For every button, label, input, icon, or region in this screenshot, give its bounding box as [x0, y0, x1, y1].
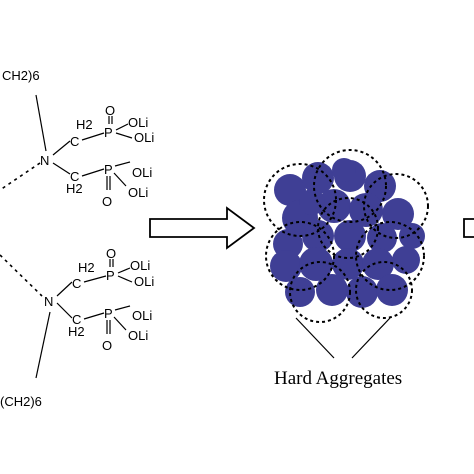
primary-particle — [376, 274, 408, 306]
pointer-line-left — [295, 317, 335, 359]
top-c-upper: C — [70, 134, 79, 149]
primary-particle — [270, 250, 302, 282]
bottom-cp-upper-bond — [83, 275, 107, 283]
top-nc-upper-bond — [52, 140, 71, 156]
top-poli-upper-bond-1 — [115, 123, 129, 131]
bottom-oli-lower-2: OLi — [128, 328, 148, 343]
top-cp-upper-bond — [81, 132, 105, 141]
bottom-nc-lower-bond — [56, 302, 73, 319]
aggregate-dotted-outline — [317, 197, 379, 259]
bottom-chain-label: (CH2)6 — [0, 394, 42, 409]
bottom-chain-bond — [35, 311, 51, 379]
primary-particle — [302, 220, 334, 252]
top-oli-upper-2: OLi — [134, 130, 154, 145]
top-poli-lower-bond-2 — [113, 172, 127, 187]
top-h2-upper: H2 — [76, 117, 93, 132]
top-oli-upper-1: OLi — [128, 115, 148, 130]
aggregate-dotted-outline — [313, 149, 387, 223]
primary-particle — [332, 158, 356, 182]
bottom-o-upper: O — [106, 246, 116, 261]
bottom-h2-lower: H2 — [68, 324, 85, 339]
bottom-h2-upper: H2 — [78, 260, 95, 275]
primary-particle — [399, 223, 425, 249]
bottom-p-upper: P — [106, 268, 115, 283]
bottom-c-upper: C — [72, 276, 81, 291]
primary-particle — [362, 248, 394, 280]
top-poli-upper-bond-2 — [115, 132, 133, 139]
top-oli-lower-2: OLi — [128, 185, 148, 200]
primary-particle — [299, 247, 333, 281]
pointer-line-right — [351, 317, 391, 359]
bottom-n-atom: N — [44, 294, 53, 309]
bottom-poli-upper-bond-1 — [117, 267, 131, 274]
primary-particle — [334, 220, 366, 252]
primary-particle — [302, 162, 334, 194]
bottom-oli-upper-2: OLi — [134, 274, 154, 289]
aggregate-dotted-outline — [263, 163, 337, 237]
top-chain-bond — [35, 94, 47, 152]
aggregate-dotted-outline — [355, 261, 413, 319]
top-p-upper: P — [104, 125, 113, 140]
aggregate-dotted-outline — [363, 173, 429, 239]
bottom-poli-upper-bond-2 — [117, 275, 133, 283]
primary-particle — [317, 189, 351, 223]
bottom-oli-upper-1: OLi — [130, 258, 150, 273]
bottom-o-lower: O — [102, 338, 112, 353]
top-chain-label: CH2)6 — [2, 68, 40, 83]
primary-particle — [316, 274, 348, 306]
top-h2-lower: H2 — [66, 181, 83, 196]
hard-aggregate-cluster — [263, 149, 429, 323]
top-nc-lower-bond — [52, 162, 71, 175]
bottom-poli-lower-bond-2 — [113, 316, 127, 331]
primary-particle — [349, 193, 383, 227]
top-dashed-bond — [0, 162, 41, 191]
top-c-lower: C — [70, 169, 79, 184]
aggregate-dotted-outline — [289, 261, 351, 323]
bottom-molecule: N H2 C P O OLi OLi C H2 P OLi OLi O (CH2… — [0, 246, 154, 409]
primary-particle — [364, 170, 396, 202]
primary-particle — [382, 198, 414, 230]
bottom-oli-lower-1: OLi — [132, 308, 152, 323]
top-oli-lower-1: OLi — [132, 165, 152, 180]
primary-particle — [392, 246, 420, 274]
top-p-lower: P — [104, 162, 113, 177]
aggregate-outline-group — [263, 149, 429, 323]
process-arrow-continued-icon — [463, 218, 474, 238]
bottom-dashed-bond — [0, 254, 43, 297]
primary-particle — [299, 189, 325, 215]
primary-particle — [285, 277, 315, 307]
hard-aggregates-caption: Hard Aggregates — [274, 368, 402, 389]
particle-group — [270, 158, 425, 308]
process-arrow-right-icon — [149, 206, 256, 250]
primary-particle — [274, 174, 306, 206]
top-o-lower: O — [102, 194, 112, 209]
top-cp-lower-bond — [81, 168, 105, 177]
top-molecule: CH2)6 N H2 C P O OLi OLi C H2 P OLi OLi … — [0, 68, 154, 209]
bottom-nc-upper-bond — [56, 281, 73, 297]
top-n-atom: N — [40, 153, 49, 168]
bottom-cp-lower-bond — [83, 312, 105, 320]
bottom-p-lower: P — [104, 306, 113, 321]
bottom-poli-lower-bond-1 — [114, 305, 131, 311]
aggregate-dotted-outline — [355, 221, 425, 291]
bottom-c-lower: C — [72, 312, 81, 327]
top-poli-lower-bond-1 — [114, 161, 131, 167]
top-o-upper: O — [105, 103, 115, 118]
